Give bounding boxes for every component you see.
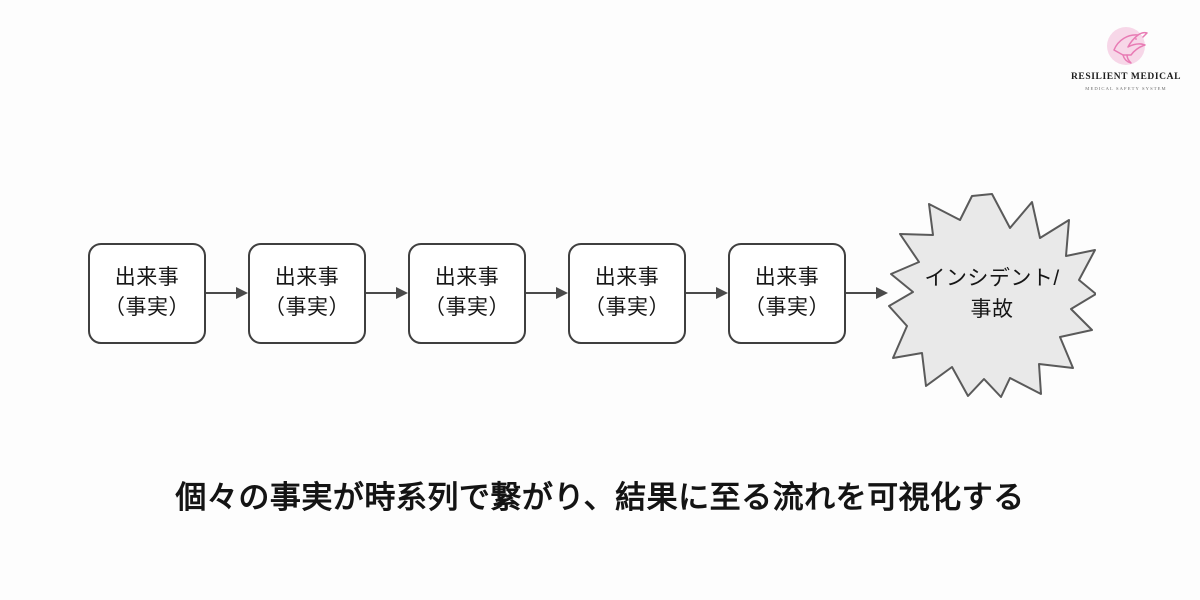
event-box-2[interactable]: 出来事 （事実） bbox=[248, 242, 366, 344]
dove-icon bbox=[1107, 27, 1148, 65]
outcome-line1: インシデント/ bbox=[924, 266, 1060, 290]
outcome-line2: 事故 bbox=[970, 298, 1014, 321]
event-box-5-line2: （事実） bbox=[744, 296, 830, 319]
outcome-starburst[interactable]: インシデント/ 事故 bbox=[888, 190, 1096, 398]
outcome-label: インシデント/ 事故 bbox=[888, 190, 1096, 398]
event-box-4[interactable]: 出来事 （事実） bbox=[568, 242, 686, 344]
event-box-1[interactable]: 出来事 （事実） bbox=[88, 242, 206, 344]
arrow-connector-3 bbox=[526, 287, 568, 299]
arrow-connector-5 bbox=[846, 287, 888, 299]
event-box-5-line1: 出来事 bbox=[754, 266, 820, 290]
starburst-shape-icon bbox=[888, 193, 1096, 398]
brand-name: RESILIENT MEDICAL bbox=[1070, 72, 1182, 82]
event-box-5[interactable]: 出来事 （事実） bbox=[728, 242, 846, 344]
caption-text: 個々の事実が時系列で繋がり、結果に至る流れを可視化する bbox=[175, 480, 1025, 515]
arrow-connector-1 bbox=[206, 287, 248, 299]
event-box-4-line2: （事実） bbox=[584, 296, 670, 319]
event-box-1-line1: 出来事 bbox=[114, 266, 180, 290]
event-box-3-line1: 出来事 bbox=[434, 266, 500, 290]
event-box-1-line2: （事実） bbox=[104, 296, 190, 319]
event-flow-chain: 出来事 （事実） 出来事 （事実） 出来事 （事実） 出来事 （事実） bbox=[88, 238, 888, 348]
arrow-connector-4 bbox=[686, 287, 728, 299]
event-box-2-line2: （事実） bbox=[264, 296, 350, 319]
brand-logo: RESILIENT MEDICAL MEDICAL SAFETY SYSTEM bbox=[1070, 20, 1182, 91]
event-box-3-line2: （事実） bbox=[424, 296, 510, 319]
brand-tagline: MEDICAL SAFETY SYSTEM bbox=[1085, 85, 1167, 91]
event-box-4-line1: 出来事 bbox=[594, 266, 660, 290]
event-box-3[interactable]: 出来事 （事実） bbox=[408, 242, 526, 344]
event-box-2-line1: 出来事 bbox=[274, 266, 340, 290]
arrow-connector-2 bbox=[366, 287, 408, 299]
